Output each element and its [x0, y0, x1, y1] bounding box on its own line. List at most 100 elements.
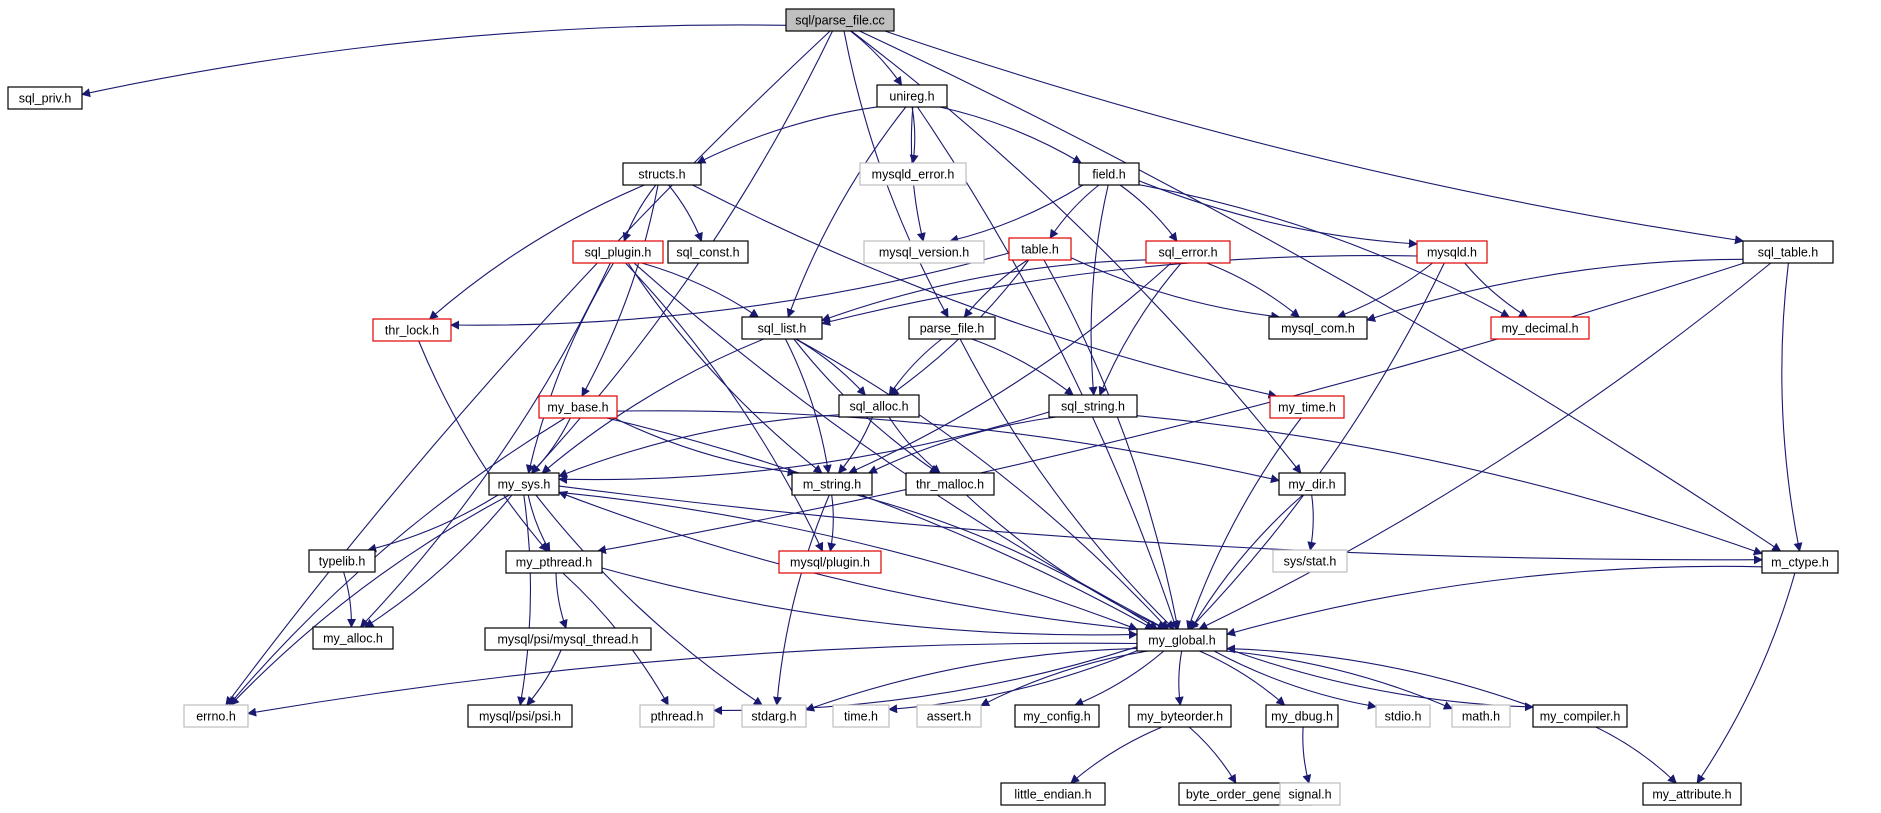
node-mysql-version-h: mysql_version.h [863, 240, 985, 264]
edge-m_string_h-to-stdarg_h [773, 494, 830, 706]
edge-my_base_h-to-errno_h [228, 417, 566, 706]
node-label: structs.h [638, 168, 685, 182]
node-math-h: math.h [1451, 704, 1511, 728]
node-sql-const-h[interactable]: sql_const.h [667, 240, 749, 264]
node-label: m_string.h [803, 478, 861, 492]
node-my-attribute-h[interactable]: my_attribute.h [1642, 782, 1742, 806]
edge-my_global_h-to-stdarg_h [805, 647, 1138, 712]
node-box [876, 84, 948, 108]
node-box [7, 86, 83, 110]
edge-sql_error_h-to-mysql_com_h [1206, 262, 1300, 318]
node-box [1145, 240, 1231, 264]
node-box [1451, 704, 1511, 728]
node-field-h[interactable]: field.h [1078, 162, 1140, 186]
node-box [312, 626, 394, 650]
node-label: mysqld_error.h [872, 168, 955, 182]
node-table-h[interactable]: table.h [1008, 237, 1072, 261]
node-my-dir-h[interactable]: my_dir.h [1278, 472, 1346, 496]
node-byte-order-generic-h[interactable]: byte_order_generic.h [1178, 782, 1312, 806]
node-mysql-psi-mysql-thread-h[interactable]: mysql/psi/mysql_thread.h [484, 627, 652, 651]
edge-table_h-to-parse_file_h [963, 259, 1028, 318]
edge-typelib_h-to-my_alloc_h [343, 571, 357, 628]
edge-parse_file_h-to-sql_alloc_h [888, 338, 943, 396]
node-unireg-h[interactable]: unireg.h [876, 84, 948, 108]
node-box [1490, 316, 1590, 340]
node-mysql-psi-psi-h[interactable]: mysql/psi/psi.h [467, 704, 573, 728]
node-mysqld-h[interactable]: mysqld.h [1416, 240, 1488, 264]
node-box [538, 395, 618, 419]
node-box [916, 704, 982, 728]
edge-field_h-to-mysqld_h [1138, 180, 1418, 248]
node-thr-malloc-h[interactable]: thr_malloc.h [905, 472, 995, 496]
node-my-dbug-h[interactable]: my_dbug.h [1265, 704, 1339, 728]
node-sql-alloc-h[interactable]: sql_alloc.h [838, 394, 920, 418]
node-mysqld-error-h: mysqld_error.h [859, 162, 967, 186]
node-box [1642, 782, 1742, 806]
edge-my_base_h-to-my_global_h [606, 417, 1155, 630]
node-box [1000, 782, 1106, 806]
node-box [741, 704, 807, 728]
node-box [785, 8, 895, 32]
node-m-ctype-h[interactable]: m_ctype.h [1761, 550, 1839, 574]
edge-thr_lock_h-to-my_pthread_h [418, 340, 548, 552]
node-parse-file-cc[interactable]: sql/parse_file.cc [785, 8, 895, 32]
node-thr-lock-h[interactable]: thr_lock.h [372, 318, 452, 342]
node-sql-list-h[interactable]: sql_list.h [741, 316, 823, 340]
node-little-endian-h[interactable]: little_endian.h [1000, 782, 1106, 806]
node-label: mysql_version.h [879, 246, 969, 260]
node-box [741, 316, 823, 340]
node-label: field.h [1092, 168, 1125, 182]
edge-my_byteorder_h-to-byte_order_generic_h [1188, 726, 1237, 784]
edge-table_h-to-mysql_com_h [1070, 257, 1281, 321]
edge-unireg_h-to-field_h [939, 106, 1082, 164]
edge-sql_error_h-to-m_string_h [848, 262, 1172, 474]
node-sql-table-h[interactable]: sql_table.h [1742, 240, 1834, 264]
node-my-sys-h[interactable]: my_sys.h [488, 472, 560, 496]
edge-my_sys_h-to-typelib_h [367, 494, 499, 553]
node-label: my_decimal.h [1501, 322, 1578, 336]
node-box [1268, 316, 1368, 340]
node-m-string-h[interactable]: m_string.h [791, 472, 873, 496]
node-my-byteorder-h[interactable]: my_byteorder.h [1128, 704, 1232, 728]
node-signal-h: signal.h [1279, 782, 1341, 806]
edge-sql_error_h-to-sql_string_h [1098, 262, 1182, 396]
node-my-decimal-h[interactable]: my_decimal.h [1490, 316, 1590, 340]
node-box [791, 472, 873, 496]
node-label: sql_const.h [676, 246, 739, 260]
edge-sql_plugin_h-to-my_sys_h [525, 262, 614, 474]
node-sql-error-h[interactable]: sql_error.h [1145, 240, 1231, 264]
node-typelib-h[interactable]: typelib.h [308, 549, 376, 573]
node-my-compiler-h[interactable]: my_compiler.h [1532, 704, 1628, 728]
node-box [1272, 549, 1348, 573]
node-my-base-h[interactable]: my_base.h [538, 395, 618, 419]
node-my-config-h[interactable]: my_config.h [1014, 704, 1100, 728]
node-my-pthread-h[interactable]: my_pthread.h [505, 550, 603, 574]
node-box [1742, 240, 1834, 264]
node-time-h: time.h [832, 704, 890, 728]
node-sql-priv-h[interactable]: sql_priv.h [7, 86, 83, 110]
node-label: stdarg.h [751, 710, 796, 724]
node-my-time-h[interactable]: my_time.h [1269, 395, 1345, 419]
edge-my_base_h-to-my_sys_h [531, 417, 571, 474]
edge-field_h-to-mysql_version_h [949, 184, 1084, 244]
node-mysql-com-h[interactable]: mysql_com.h [1268, 316, 1368, 340]
node-my-alloc-h[interactable]: my_alloc.h [312, 626, 394, 650]
node-label: thr_lock.h [385, 324, 439, 338]
node-sql-plugin-h[interactable]: sql_plugin.h [572, 240, 664, 264]
node-box [1265, 704, 1339, 728]
edge-m_string_h-to-my_global_h [856, 494, 1159, 630]
node-box [778, 550, 882, 574]
node-mysql-plugin-h[interactable]: mysql/plugin.h [778, 550, 882, 574]
node-label: assert.h [927, 710, 972, 724]
node-structs-h[interactable]: structs.h [622, 162, 702, 186]
edge-parse_file_h-to-my_global_h [959, 338, 1175, 630]
node-my-global-h[interactable]: my_global.h [1136, 628, 1228, 652]
node-sql-string-h[interactable]: sql_string.h [1048, 394, 1138, 418]
edge-m_string_h-to-mysql_plugin_h [827, 494, 837, 552]
edge-my_sys_h-to-m_ctype_h [558, 485, 1763, 565]
node-box [1375, 704, 1431, 728]
edge-m_ctype_h-to-my_attribute_h [1696, 572, 1796, 784]
edge-mysqld_h-to-my_global_h [1189, 262, 1445, 630]
node-parse-file-h[interactable]: parse_file.h [908, 316, 996, 340]
